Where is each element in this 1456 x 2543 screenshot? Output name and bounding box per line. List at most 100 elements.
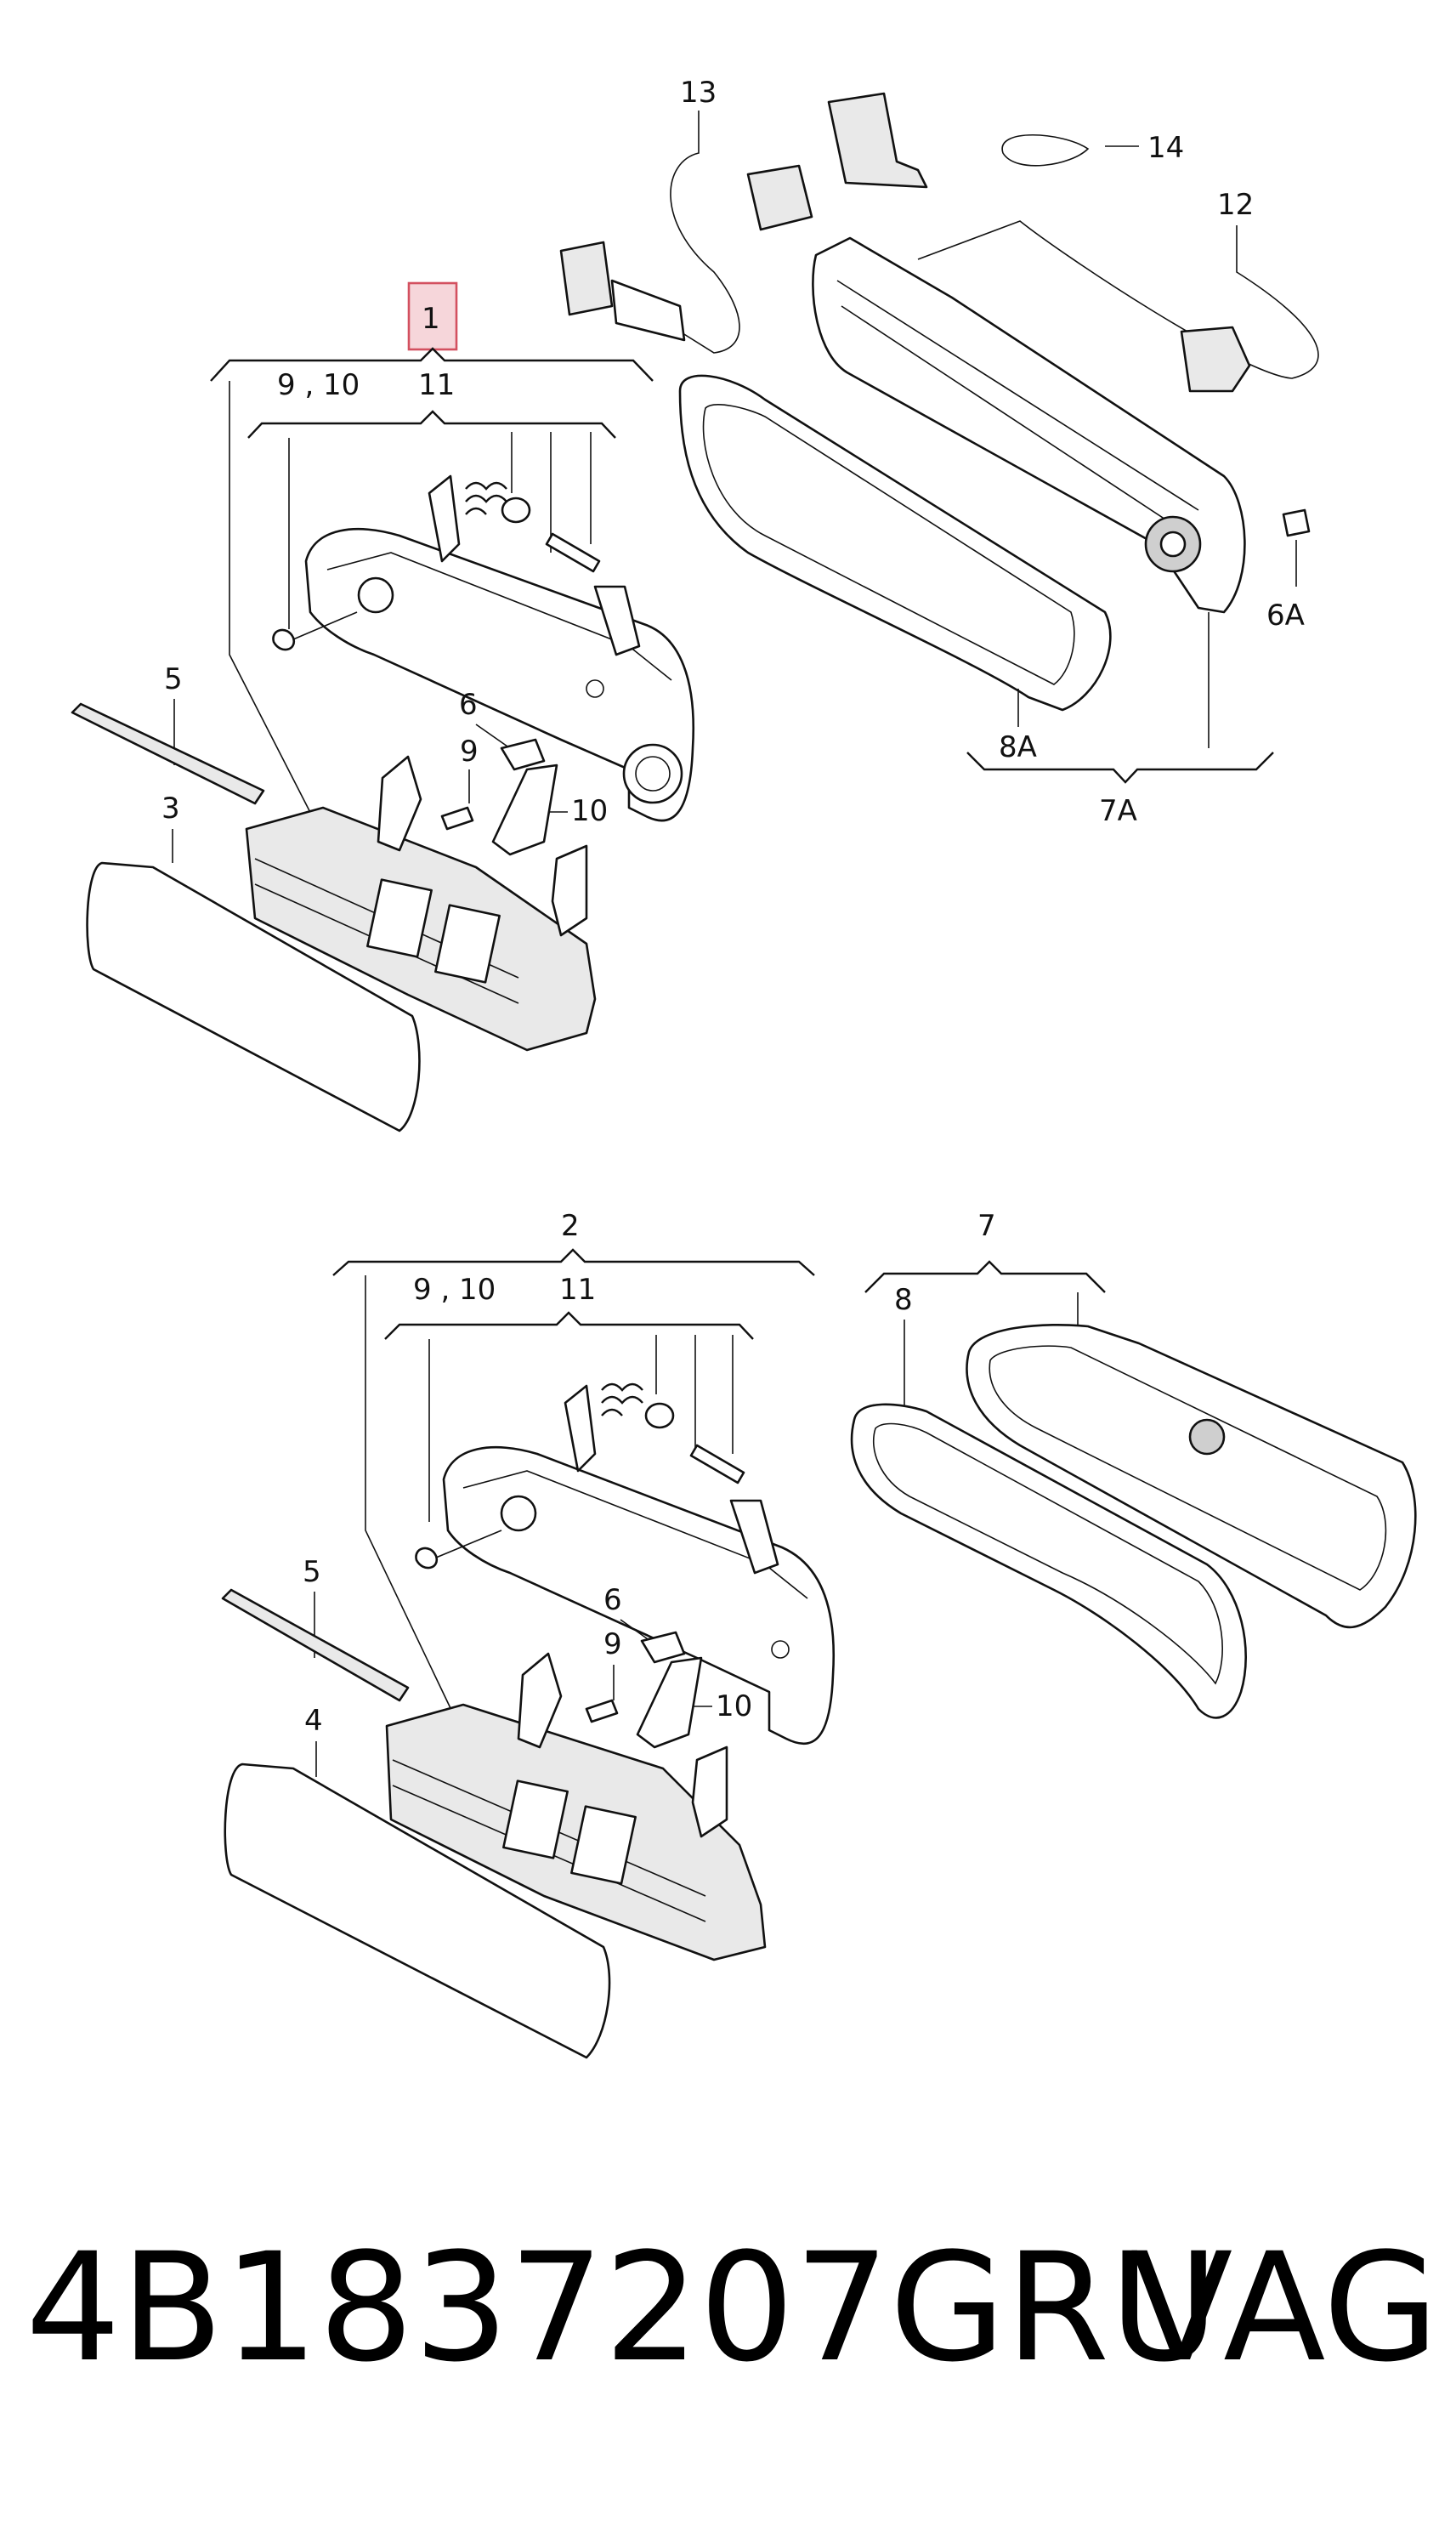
label-6-top: 6 (459, 688, 478, 722)
bracket-edge-bottom (462, 1470, 808, 1599)
label-11-bottom: 11 (559, 1273, 596, 1307)
bottom-assembly: 2 9 , 10 11 5 4 6 9 (221, 1209, 1417, 2059)
lever-arm-left-bottom (517, 1652, 563, 1749)
label-8: 8 (894, 1283, 913, 1317)
bracket-edge-top (326, 552, 672, 681)
part-number-text: 4B1837207GRU (25, 2221, 1219, 2395)
nut-6-bottom (640, 1631, 686, 1664)
leader-1a (229, 381, 320, 830)
leader-2a (365, 1275, 460, 1727)
handle-frame-7 (966, 1324, 1417, 1629)
screw-shaft-bottom (435, 1530, 502, 1558)
label-13: 13 (680, 76, 717, 110)
connector-mid-top (746, 164, 813, 231)
frame-ribs-7A (836, 280, 1199, 536)
screw-shaft-top (292, 611, 358, 640)
label-8A: 8A (999, 730, 1037, 764)
connector-plug-top (610, 279, 686, 342)
spring-part (465, 481, 507, 515)
lock-hole-inner-top (635, 756, 671, 792)
seal-frame-inner-8 (872, 1422, 1223, 1685)
label-10-bottom: 10 (716, 1689, 752, 1723)
pin-9-top (440, 806, 474, 831)
lever-arm-right-bottom (691, 1745, 728, 1838)
handle-bracket-top (304, 527, 694, 822)
electronic-frame-7A (812, 236, 1246, 614)
label-6A: 6A (1266, 599, 1305, 633)
screw-bottom (415, 1547, 439, 1570)
small-hole-bottom (771, 1640, 790, 1659)
pin-part (545, 532, 601, 573)
leader-6-top (475, 724, 511, 749)
label-9-top: 9 (460, 735, 479, 769)
label-5-top: 5 (164, 662, 183, 696)
handle-slot-a-bottom (502, 1780, 569, 1859)
lever-arm-left-top (377, 755, 422, 852)
hinge-left-top (428, 474, 461, 563)
seal-strip-bottom (221, 1588, 410, 1702)
label-5-bottom: 5 (303, 1555, 321, 1589)
bushing-part-bottom (644, 1402, 675, 1429)
label-7A: 7A (1099, 794, 1137, 828)
handle-body-bottom (385, 1703, 767, 1961)
bracket-11 (247, 410, 616, 439)
lock-cylinder-inner-7A (1159, 531, 1187, 558)
handle-slot-a-top (366, 878, 433, 958)
top-assembly: 1 9 , 10 11 5 (71, 76, 1319, 1132)
pin-9-bottom (585, 1699, 619, 1723)
bracket-2 (332, 1248, 815, 1276)
connector-right-top (1180, 326, 1251, 393)
lock-hole-top (622, 743, 683, 804)
cable-tie-14 (1001, 134, 1090, 167)
cable-13 (670, 111, 740, 354)
seal-frame-8 (850, 1403, 1247, 1719)
label-2: 2 (561, 1209, 580, 1243)
hinge-right-bottom (729, 1499, 779, 1575)
mount-hole-top (357, 576, 394, 614)
handle-slot-b-bottom (570, 1805, 637, 1885)
label-3-top: 3 (161, 792, 180, 826)
screw-top (272, 628, 296, 651)
connector-sensor-top (827, 92, 928, 189)
screw-6A (1282, 508, 1311, 537)
hinge-left-bottom (564, 1384, 597, 1473)
lever-arm-right-top (551, 844, 588, 937)
lever-10-bottom (636, 1656, 703, 1749)
seal-frame-8A (678, 374, 1112, 712)
nut-6-top (500, 738, 546, 771)
handle-bracket-bottom (442, 1445, 835, 1745)
bushing-part (501, 497, 531, 524)
label-14: 14 (1147, 131, 1184, 165)
bracket-11-bottom (384, 1311, 754, 1340)
cable-12 (917, 220, 1319, 379)
leader-6-bottom (620, 1619, 651, 1642)
pin-part-bottom (689, 1444, 745, 1484)
label-12: 12 (1217, 188, 1254, 222)
label-11: 11 (418, 368, 455, 402)
label-9-bottom: 9 (603, 1627, 622, 1661)
spring-part-bottom (601, 1382, 643, 1416)
brand-text: VAG (1130, 2221, 1439, 2395)
handle-frame-inner-7 (989, 1345, 1387, 1591)
label-7: 7 (977, 1209, 996, 1243)
label-9-10: 9 , 10 (277, 368, 360, 402)
handle-cover-3 (86, 861, 421, 1132)
handle-cover-4 (224, 1763, 611, 2059)
handle-slot-b-top (434, 904, 501, 984)
lever-10-top (491, 763, 558, 856)
bracket-1 (210, 347, 654, 382)
label-9-10-bottom: 9 , 10 (413, 1273, 496, 1307)
seal-frame-inner-8A (702, 404, 1075, 685)
connector-left-top (559, 241, 614, 316)
bracket-7 (864, 1260, 1106, 1293)
frame-hole-7 (1188, 1418, 1226, 1456)
label-10-top: 10 (571, 794, 608, 828)
mount-hole-bottom (500, 1495, 537, 1532)
hinge-right-top (593, 585, 641, 656)
small-hole-top (586, 679, 604, 698)
seal-strip-top (71, 702, 265, 805)
bracket-7A (966, 752, 1274, 784)
label-4: 4 (304, 1704, 323, 1738)
